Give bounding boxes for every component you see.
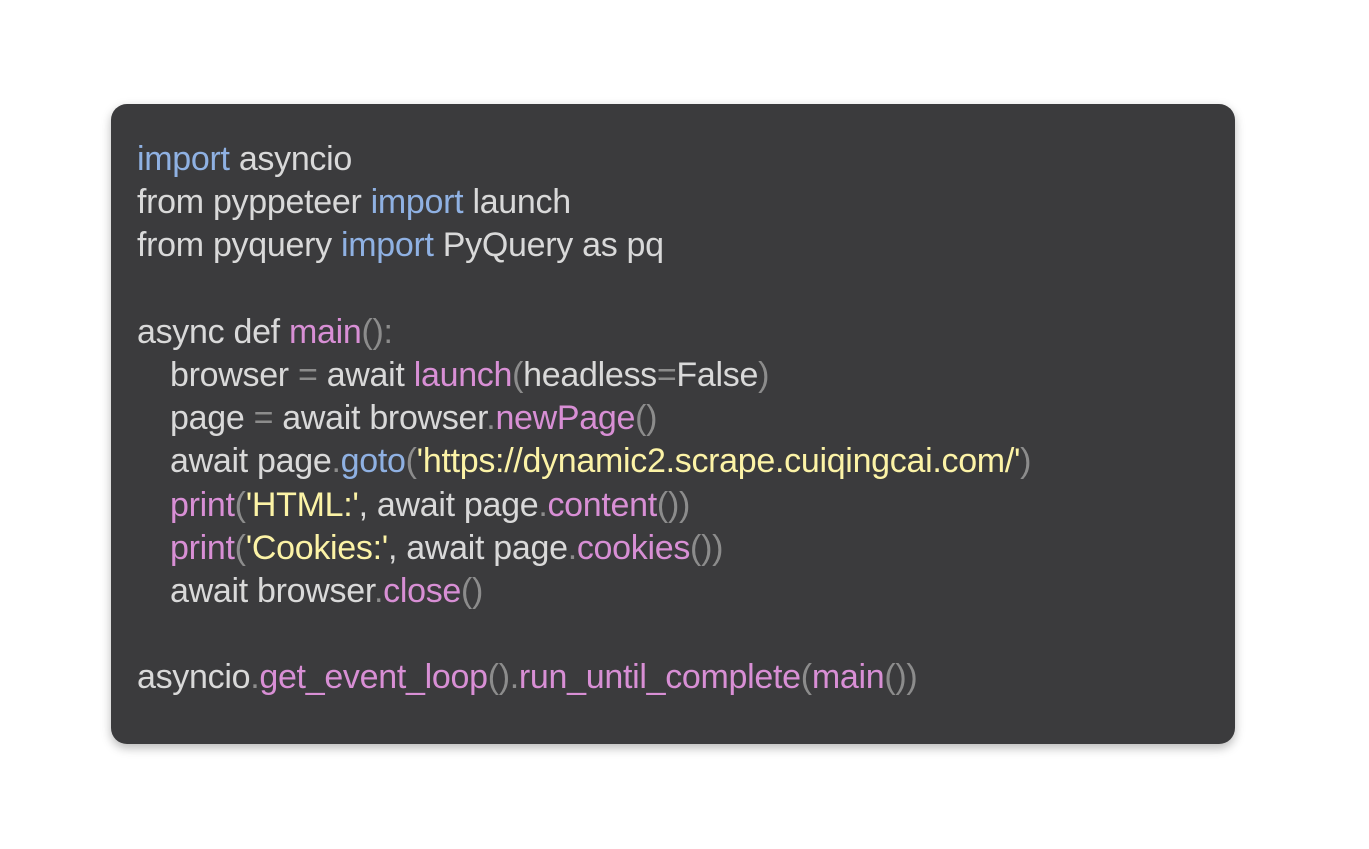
punctuation-token: ( (405, 442, 417, 481)
punctuation-token: (): (361, 312, 393, 351)
punctuation-token: ( (800, 658, 812, 697)
function-token: launch (413, 355, 513, 394)
function-token: print (170, 528, 235, 567)
punctuation-token: ) (1020, 442, 1032, 481)
punctuation-token: . (373, 571, 384, 610)
code-line (137, 613, 1031, 656)
code-line: async def main(): (137, 311, 1031, 354)
code-line: from pyppeteer import launch (137, 181, 1031, 224)
text-token: headless (523, 355, 657, 394)
keyword-token: goto (340, 442, 406, 481)
punctuation-token: . (250, 658, 260, 697)
punctuation-token: (). (487, 658, 520, 697)
punctuation-token: = (253, 399, 274, 438)
text-token: from pyppeteer (137, 183, 371, 222)
code-line (137, 268, 1031, 311)
string-token: 'Cookies:' (245, 528, 389, 567)
punctuation-token: ( (512, 355, 524, 394)
punctuation-token: ( (234, 485, 246, 524)
punctuation-token: = (656, 355, 677, 394)
punctuation-token: ()) (690, 528, 724, 567)
code-line: print('HTML:', await page.content()) (137, 484, 1031, 527)
punctuation-token: . (567, 528, 577, 567)
punctuation-token: . (538, 485, 548, 524)
text-token: page (170, 399, 254, 438)
string-token: 'HTML:' (245, 485, 359, 524)
text-token: from pyquery (137, 226, 341, 265)
code-line: from pyquery import PyQuery as pq (137, 224, 1031, 267)
punctuation-token: ()) (884, 658, 918, 697)
text-token: , await page (387, 528, 568, 567)
function-token: get_event_loop (259, 658, 488, 697)
code-line: await browser.close() (137, 570, 1031, 613)
text-token: False (676, 355, 759, 394)
text-token: asyncio (137, 658, 251, 697)
keyword-token: import (137, 140, 230, 178)
keyword-token: import (370, 183, 464, 222)
function-token: run_until_complete (518, 658, 801, 697)
text-token: async def (137, 312, 289, 351)
function-token: content (547, 485, 657, 524)
code-line: asyncio.get_event_loop().run_until_compl… (137, 656, 1031, 699)
code-snippet-card (111, 104, 1235, 744)
text-token: , await page (358, 485, 539, 524)
function-token: newPage (495, 399, 636, 438)
function-token: main (811, 658, 885, 697)
text-token: asyncio (229, 140, 352, 178)
code-line: page = await browser.newPage() (137, 397, 1031, 440)
text-token: await page (170, 442, 332, 481)
punctuation-token: ( (234, 528, 246, 567)
code-line: print('Cookies:', await page.cookies()) (137, 527, 1031, 570)
code-line: import asyncio (137, 138, 1031, 181)
string-token: 'https://dynamic2.scrape.cuiqingcai.com/… (416, 442, 1021, 481)
keyword-token: import (340, 226, 434, 265)
punctuation-token: ) (758, 355, 770, 394)
text-token: await browser (170, 571, 374, 610)
punctuation-token: () (461, 571, 484, 610)
punctuation-token: = (297, 355, 318, 394)
function-token: print (170, 485, 235, 524)
text-token: await (317, 355, 414, 394)
function-token: main (288, 312, 362, 351)
text-token: launch (463, 183, 571, 222)
text-token: await browser (273, 399, 487, 438)
function-token: close (383, 571, 461, 610)
function-token: cookies (576, 528, 691, 567)
punctuation-token: ()) (656, 485, 690, 524)
text-token: PyQuery as pq (433, 226, 664, 265)
punctuation-token: . (486, 399, 496, 438)
punctuation-token: . (331, 442, 341, 481)
text-token: browser (170, 355, 298, 394)
punctuation-token: () (635, 399, 658, 438)
code-line: await page.goto('https://dynamic2.scrape… (137, 440, 1032, 483)
code-line: browser = await launch(headless=False) (137, 354, 1031, 397)
